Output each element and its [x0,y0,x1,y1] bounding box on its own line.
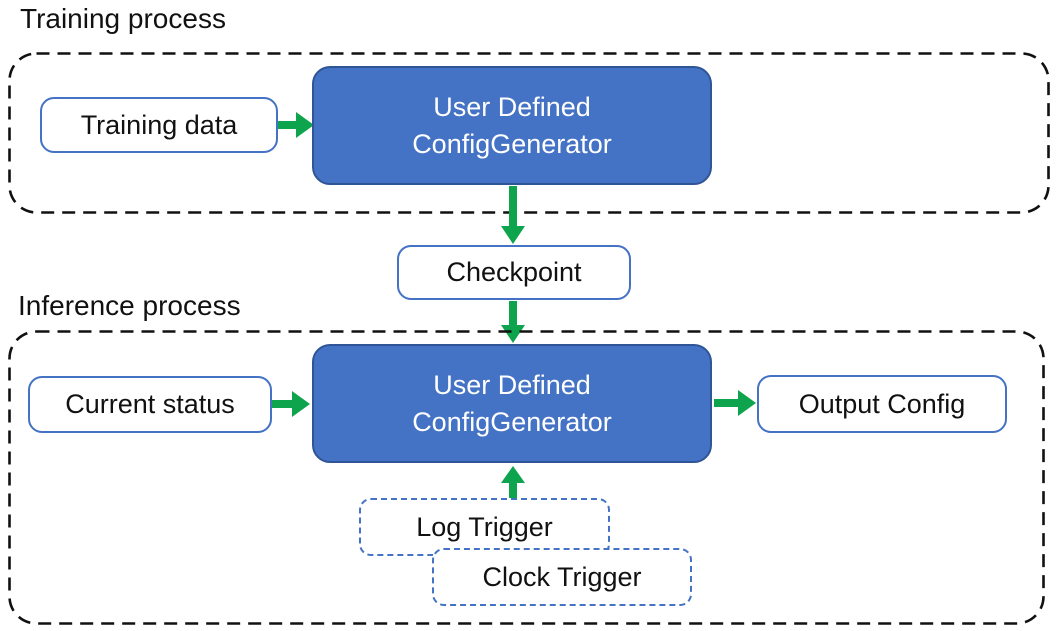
training-generator-box: User Defined ConfigGenerator [312,66,712,185]
log-trigger-box: Log Trigger [359,498,610,556]
current-status-box: Current status [28,376,272,433]
current-status-label: Current status [65,389,235,419]
inference-generator-label-line1: User Defined [433,370,591,401]
training-generator-label-line1: User Defined [433,92,591,123]
clock-trigger-box: Clock Trigger [432,548,692,606]
inference-process-container [8,330,1045,625]
clock-trigger-label: Clock Trigger [482,561,642,592]
training-process-label: Training process [20,3,226,34]
training-generator-label-line2: ConfigGenerator [412,128,612,159]
training-process-container [8,52,1050,214]
training-data-label: Training data [80,109,238,140]
output-config-label: Output Config [798,388,966,419]
output-config-box: Output Config [757,375,1007,433]
inference-generator-box: User Defined ConfigGenerator [312,344,712,463]
arrow-current-status-to-generator [272,391,310,417]
arrow-generator-to-checkpoint [501,186,525,244]
log-trigger-label: Log Trigger [416,511,553,542]
arrow-training-data-to-generator [278,112,314,138]
inference-generator-label-line2: ConfigGenerator [412,406,612,437]
arrow-generator-to-output-config [714,390,756,416]
training-data-box: Training data [40,97,278,153]
inference-process-label: Inference process [18,290,241,321]
checkpoint-box: Checkpoint [397,245,631,300]
arrow-triggers-to-generator [501,466,525,498]
checkpoint-label: Checkpoint [446,257,582,287]
